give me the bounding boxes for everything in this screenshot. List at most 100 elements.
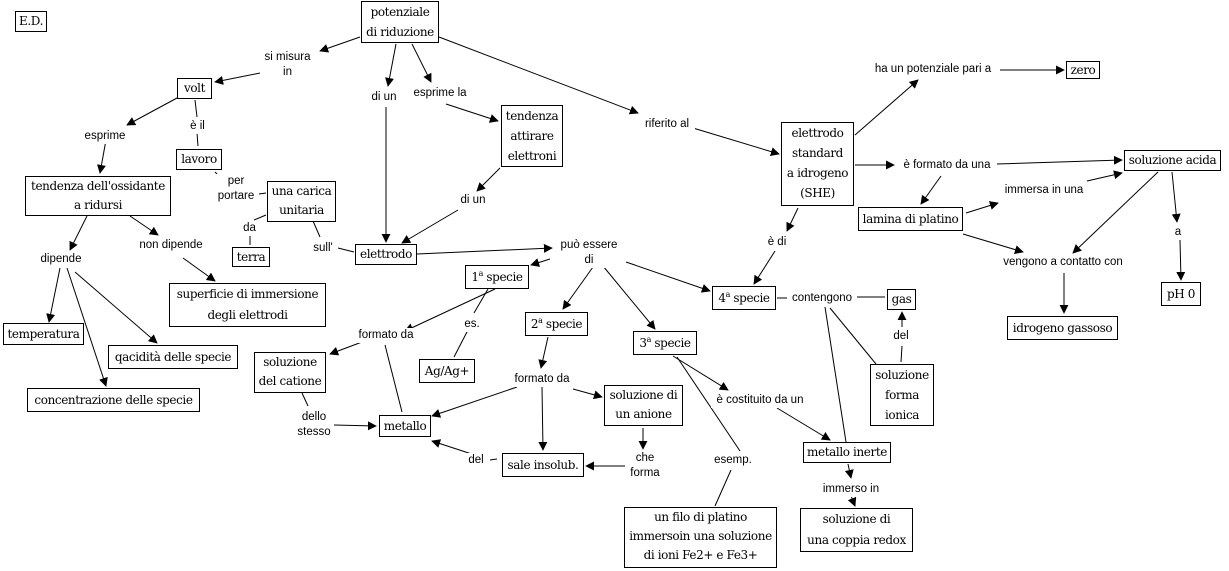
connector-arrow xyxy=(1176,239,1186,281)
link-si-misura-in[interactable]: si misura in xyxy=(260,50,315,80)
link-text-line: vengono a contatto con xyxy=(1003,256,1123,268)
concept-soluzione-acida[interactable]: soluzione acida xyxy=(1124,150,1221,171)
link-esemp[interactable]: esemp. xyxy=(711,453,755,468)
concept-text-line: metallo xyxy=(383,419,427,433)
concept-gas[interactable]: gas xyxy=(887,289,916,310)
link-di-un-tendenza[interactable]: di un xyxy=(455,193,491,208)
link-da[interactable]: da xyxy=(241,221,258,236)
link-text-line: del xyxy=(893,330,909,342)
connector-arrow xyxy=(844,463,854,479)
link-vengono-a-contatto-con[interactable]: vengono a contatto con xyxy=(998,255,1128,270)
link-immersa-in-una[interactable]: immersa in una xyxy=(1000,183,1088,198)
link-del-sale[interactable]: del xyxy=(465,453,487,468)
concept-terza-specie[interactable]: 3a specie xyxy=(633,331,697,355)
link-text-line: formato da xyxy=(514,373,570,385)
connector-arrow xyxy=(996,155,1123,165)
link-ha-un-potenziale-pari-a[interactable]: ha un potenziale pari a xyxy=(869,62,997,77)
link-text-line: è formato da una xyxy=(903,159,991,171)
concept-lavoro[interactable]: lavoro xyxy=(176,149,222,170)
connector-arrow xyxy=(333,421,377,431)
concept-text-line: tendenza xyxy=(505,109,559,123)
concept-acidita-specie[interactable]: qacidità delle specie xyxy=(108,345,238,369)
link-text-line: formato da xyxy=(358,329,414,341)
concept-text-line: una carica xyxy=(271,184,332,198)
concept-text-line: un anione xyxy=(615,407,672,421)
concept-terra[interactable]: terra xyxy=(232,247,270,267)
concept-text-line: elettrodo xyxy=(360,247,412,261)
concept-quarta-specie[interactable]: 4a specie xyxy=(712,286,776,310)
link-del-gas[interactable]: del xyxy=(890,329,912,344)
concept-text-line: soluzione xyxy=(263,355,317,369)
link-dipende[interactable]: dipende xyxy=(36,252,86,267)
link-text-line: è costituito da un xyxy=(716,394,804,406)
connector-arrow xyxy=(538,336,549,369)
concept-ph-zero[interactable]: pH 0 xyxy=(1161,282,1201,306)
concept-text-line: 2a specie xyxy=(530,316,583,332)
concept-text-line: pH 0 xyxy=(1167,287,1195,301)
link-text-line: a xyxy=(1174,226,1182,238)
link-riferito-al[interactable]: riferito al xyxy=(639,117,695,132)
concept-idrogeno-gassoso[interactable]: idrogeno gassoso xyxy=(1007,316,1118,340)
concept-volt[interactable]: volt xyxy=(177,78,212,99)
link-sull[interactable]: sull' xyxy=(310,241,336,256)
concept-text-line: ionica xyxy=(884,408,920,422)
connector-arrow xyxy=(385,43,397,87)
link-text-line: in xyxy=(283,66,292,78)
concept-ag-ag-plus[interactable]: Ag/Ag+ xyxy=(419,359,475,383)
connector-arrow xyxy=(920,175,942,205)
concept-seconda-specie[interactable]: 2a specie xyxy=(525,312,588,336)
connector-arrow xyxy=(74,271,158,344)
link-e-costituito-da-un[interactable]: è costituito da un xyxy=(711,393,809,408)
concept-zero[interactable]: zero xyxy=(1066,61,1100,79)
concept-elettrodo[interactable]: elettrodo xyxy=(355,244,417,265)
link-e-formato-da-una[interactable]: è formato da una xyxy=(899,158,995,173)
connector-arrow xyxy=(965,201,999,214)
link-text-line: si misura xyxy=(264,51,311,63)
link-contengono[interactable]: contengono xyxy=(788,291,856,306)
concept-text-line: una coppia redox xyxy=(807,533,906,547)
concept-lamina-platino[interactable]: lamina di platino xyxy=(858,207,963,231)
concept-text-line: lamina di platino xyxy=(862,212,959,226)
link-e-il[interactable]: è il xyxy=(185,119,210,134)
link-di-un-elettrodo[interactable]: di un xyxy=(366,90,402,105)
link-non-dipende[interactable]: non dipende xyxy=(134,238,208,253)
link-es[interactable]: es. xyxy=(461,317,483,332)
link-esprime[interactable]: esprime xyxy=(80,129,130,144)
concept-concentrazione-specie[interactable]: concentrazione delle specie xyxy=(27,388,200,412)
concept-metallo[interactable]: metallo xyxy=(379,415,431,437)
link-immerso-in[interactable]: immerso in xyxy=(817,482,885,497)
concept-text-line: 1a specie xyxy=(471,269,523,285)
concept-text-line: a ridursi xyxy=(73,198,123,212)
concept-prima-specie[interactable]: 1a specie xyxy=(465,265,529,289)
link-esprime-la[interactable]: esprime la xyxy=(409,86,471,101)
link-formato-da-seconda[interactable]: formato da xyxy=(511,372,573,387)
concept-temperatura[interactable]: temperatura xyxy=(3,323,84,345)
connector-arrow xyxy=(530,258,551,267)
concept-sale-insolubile[interactable]: sale insolub. xyxy=(502,453,584,477)
link-e-di[interactable]: è di xyxy=(766,235,788,250)
link-formato-da-prima[interactable]: formato da xyxy=(355,328,417,343)
connector-arrow xyxy=(438,36,639,115)
link-a[interactable]: a xyxy=(1172,225,1184,240)
concept-text-line: volt xyxy=(183,81,206,95)
concept-soluzione-coppia-redox[interactable]: soluzione di una coppia redox xyxy=(800,508,913,552)
link-text-line: dello xyxy=(301,411,327,423)
concept-text-line: soluzione di xyxy=(822,512,891,526)
concept-metallo-inerte[interactable]: metallo inerte xyxy=(803,442,891,463)
connector-line xyxy=(676,356,741,452)
map-title: E.D. xyxy=(15,11,47,32)
